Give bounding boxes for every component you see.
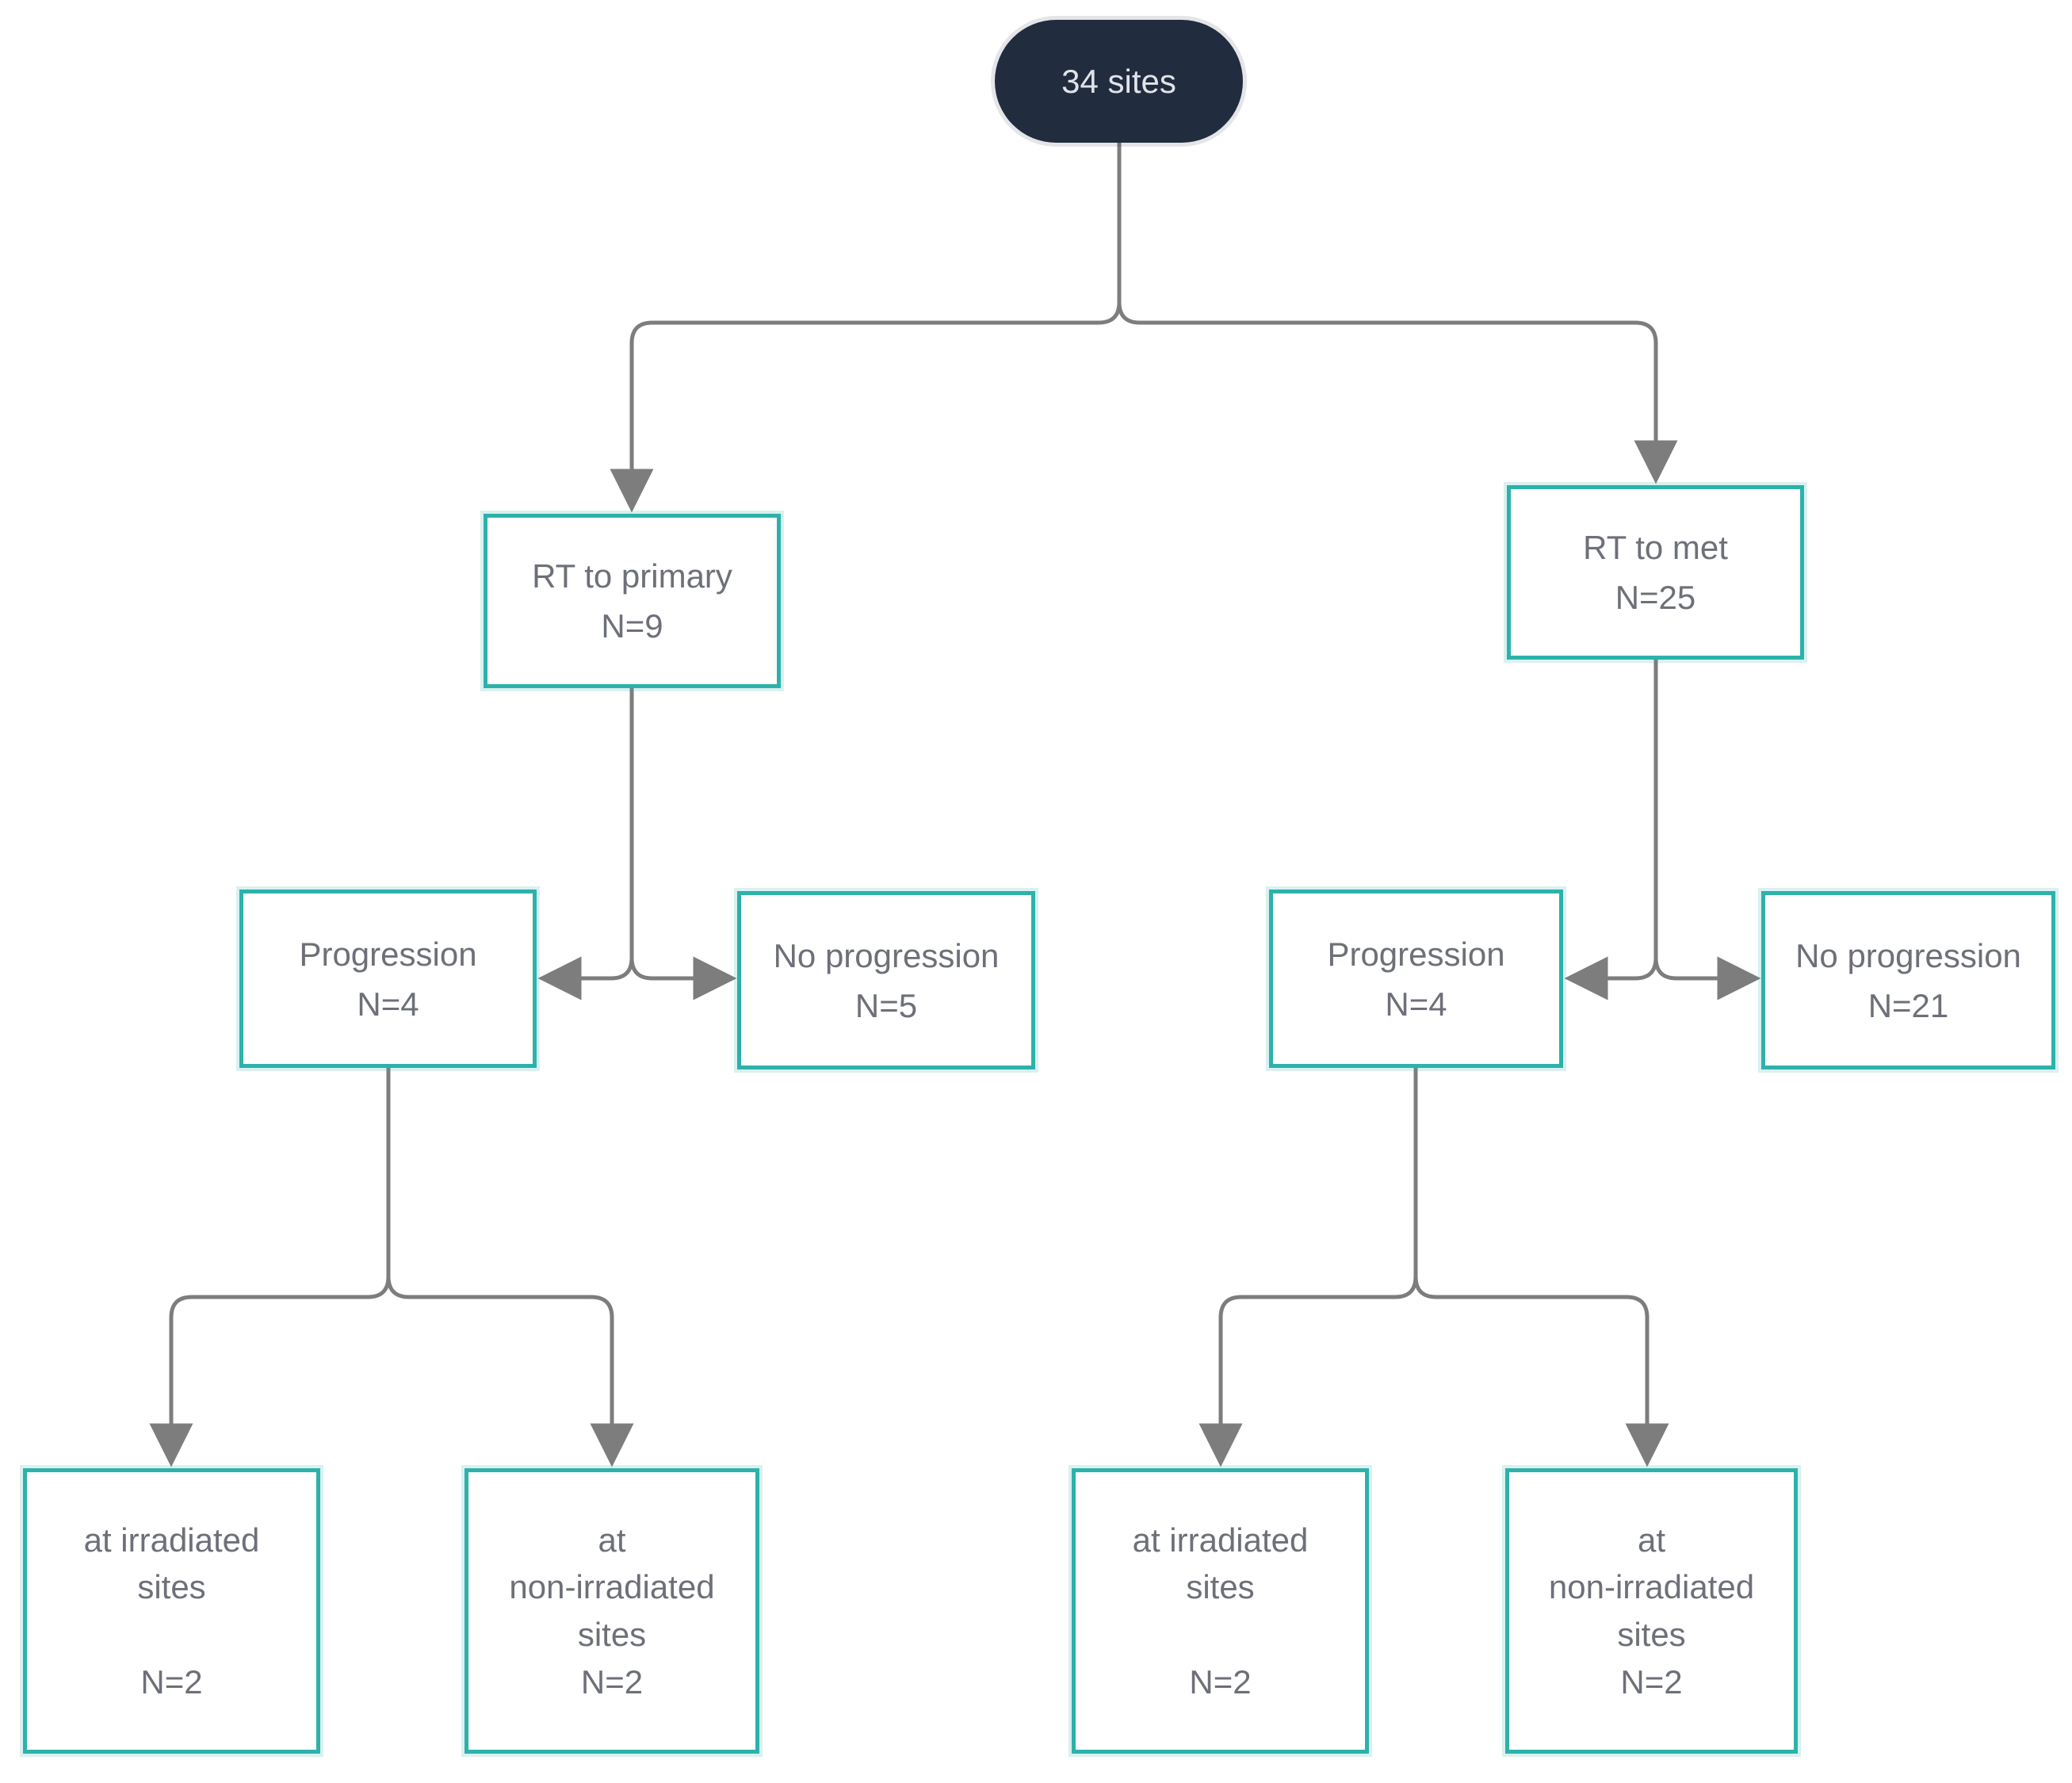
connector-rt-met-to-progression [1564, 659, 1658, 1001]
node-irradiated-sites-primary: at irradiated sites N=2 [23, 1468, 320, 1754]
connector-group [149, 143, 1761, 1467]
node-irradiated-sites-met: at irradiated sites N=2 [1072, 1468, 1369, 1754]
connector-rt-primary-to-no-progression [629, 688, 737, 1001]
node-no-progression-met: No progression N=21 [1761, 891, 2055, 1069]
connector-progression-primary-to-non-irradiated [386, 1068, 634, 1467]
node-total-sites: 34 sites [995, 20, 1243, 143]
connector-root-to-rt-primary [610, 143, 1122, 513]
connector-progression-met-to-irradiated [1198, 1068, 1418, 1467]
node-non-irradiated-sites-met: at non-irradiated sites N=2 [1505, 1468, 1798, 1754]
node-progression-met: Progression N=4 [1269, 890, 1563, 1068]
connector-root-to-rt-met [1117, 143, 1678, 484]
node-non-irradiated-sites-primary: at non-irradiated sites N=2 [464, 1468, 759, 1754]
node-rt-to-met: RT to met N=25 [1507, 485, 1804, 660]
connector-progression-met-to-non-irradiated [1413, 1068, 1669, 1467]
node-progression-primary: Progression N=4 [239, 890, 537, 1068]
connector-rt-primary-to-progression [537, 688, 634, 1001]
connector-progression-primary-to-irradiated [149, 1068, 391, 1467]
connector-rt-met-to-no-progression [1653, 659, 1761, 1001]
node-rt-to-primary: RT to primary N=9 [484, 514, 781, 688]
node-no-progression-primary: No progression N=5 [737, 891, 1035, 1069]
